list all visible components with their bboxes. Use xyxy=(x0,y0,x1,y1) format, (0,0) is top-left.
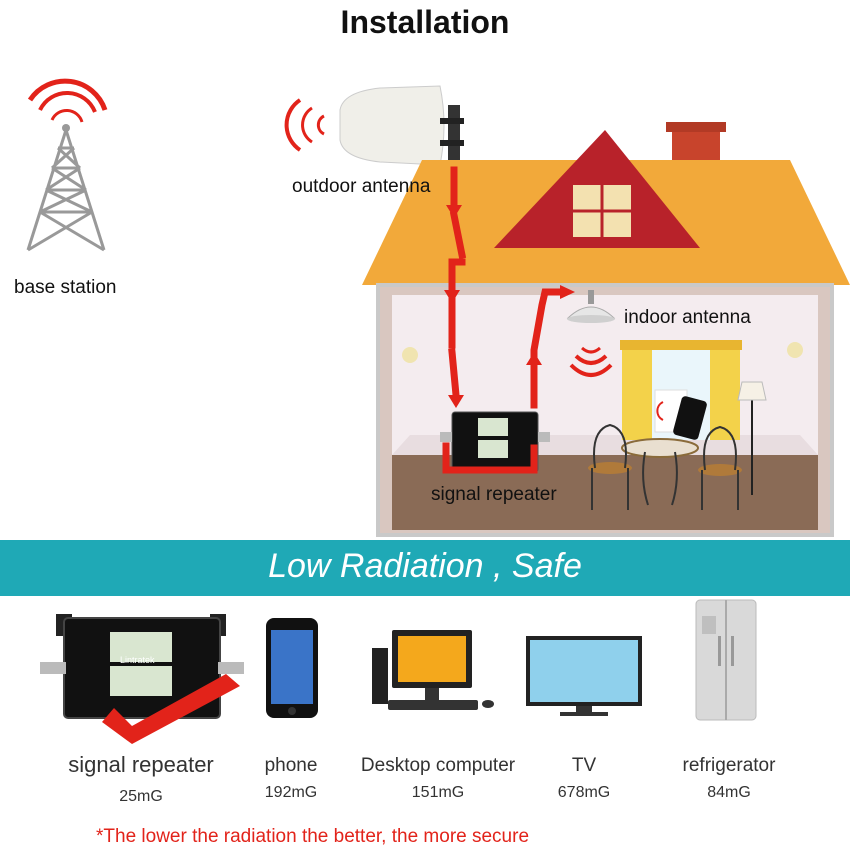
base-station-icon xyxy=(26,78,108,252)
device-name: phone xyxy=(264,755,318,776)
indoor-antenna-icon xyxy=(566,290,616,377)
device-value: 151mG xyxy=(411,784,465,801)
refrigerator-device-icon xyxy=(695,599,757,721)
outdoor-antenna-label: outdoor antenna xyxy=(292,176,431,197)
device-value: 678mG xyxy=(557,784,611,801)
device-value: 25mG xyxy=(119,788,163,805)
tv-device-icon xyxy=(526,636,642,716)
base-station-label: base station xyxy=(14,277,117,298)
desktop-computer-icon xyxy=(372,630,494,710)
outdoor-antenna-icon xyxy=(284,85,464,166)
device-value: 192mG xyxy=(264,784,318,801)
footnote: *The lower the radiation the better, the… xyxy=(96,826,530,847)
repeater-brand: Lintratek xyxy=(120,655,155,665)
device-name: refrigerator xyxy=(682,755,776,776)
house-interior xyxy=(376,283,834,537)
signal-arrows xyxy=(444,205,575,408)
device-name: TV xyxy=(571,755,597,776)
house-roof xyxy=(362,122,850,285)
check-icon xyxy=(102,674,240,744)
devices-illustration: Lintratek xyxy=(40,599,757,744)
device-value: 84mG xyxy=(707,784,751,801)
signal-repeater-label: signal repeater xyxy=(431,484,557,505)
banner-text: Low Radiation , Safe xyxy=(268,547,582,585)
installation-diagram xyxy=(26,78,850,537)
signal-path xyxy=(442,166,566,474)
device-name: Desktop computer xyxy=(360,755,516,776)
signal-repeater-device-icon: Lintratek xyxy=(40,614,244,719)
page-title: Installation xyxy=(340,4,510,40)
device-name: signal repeater xyxy=(68,752,214,777)
phone-device-icon xyxy=(266,618,318,718)
low-radiation-banner xyxy=(0,540,850,596)
indoor-antenna-label: indoor antenna xyxy=(624,307,751,328)
